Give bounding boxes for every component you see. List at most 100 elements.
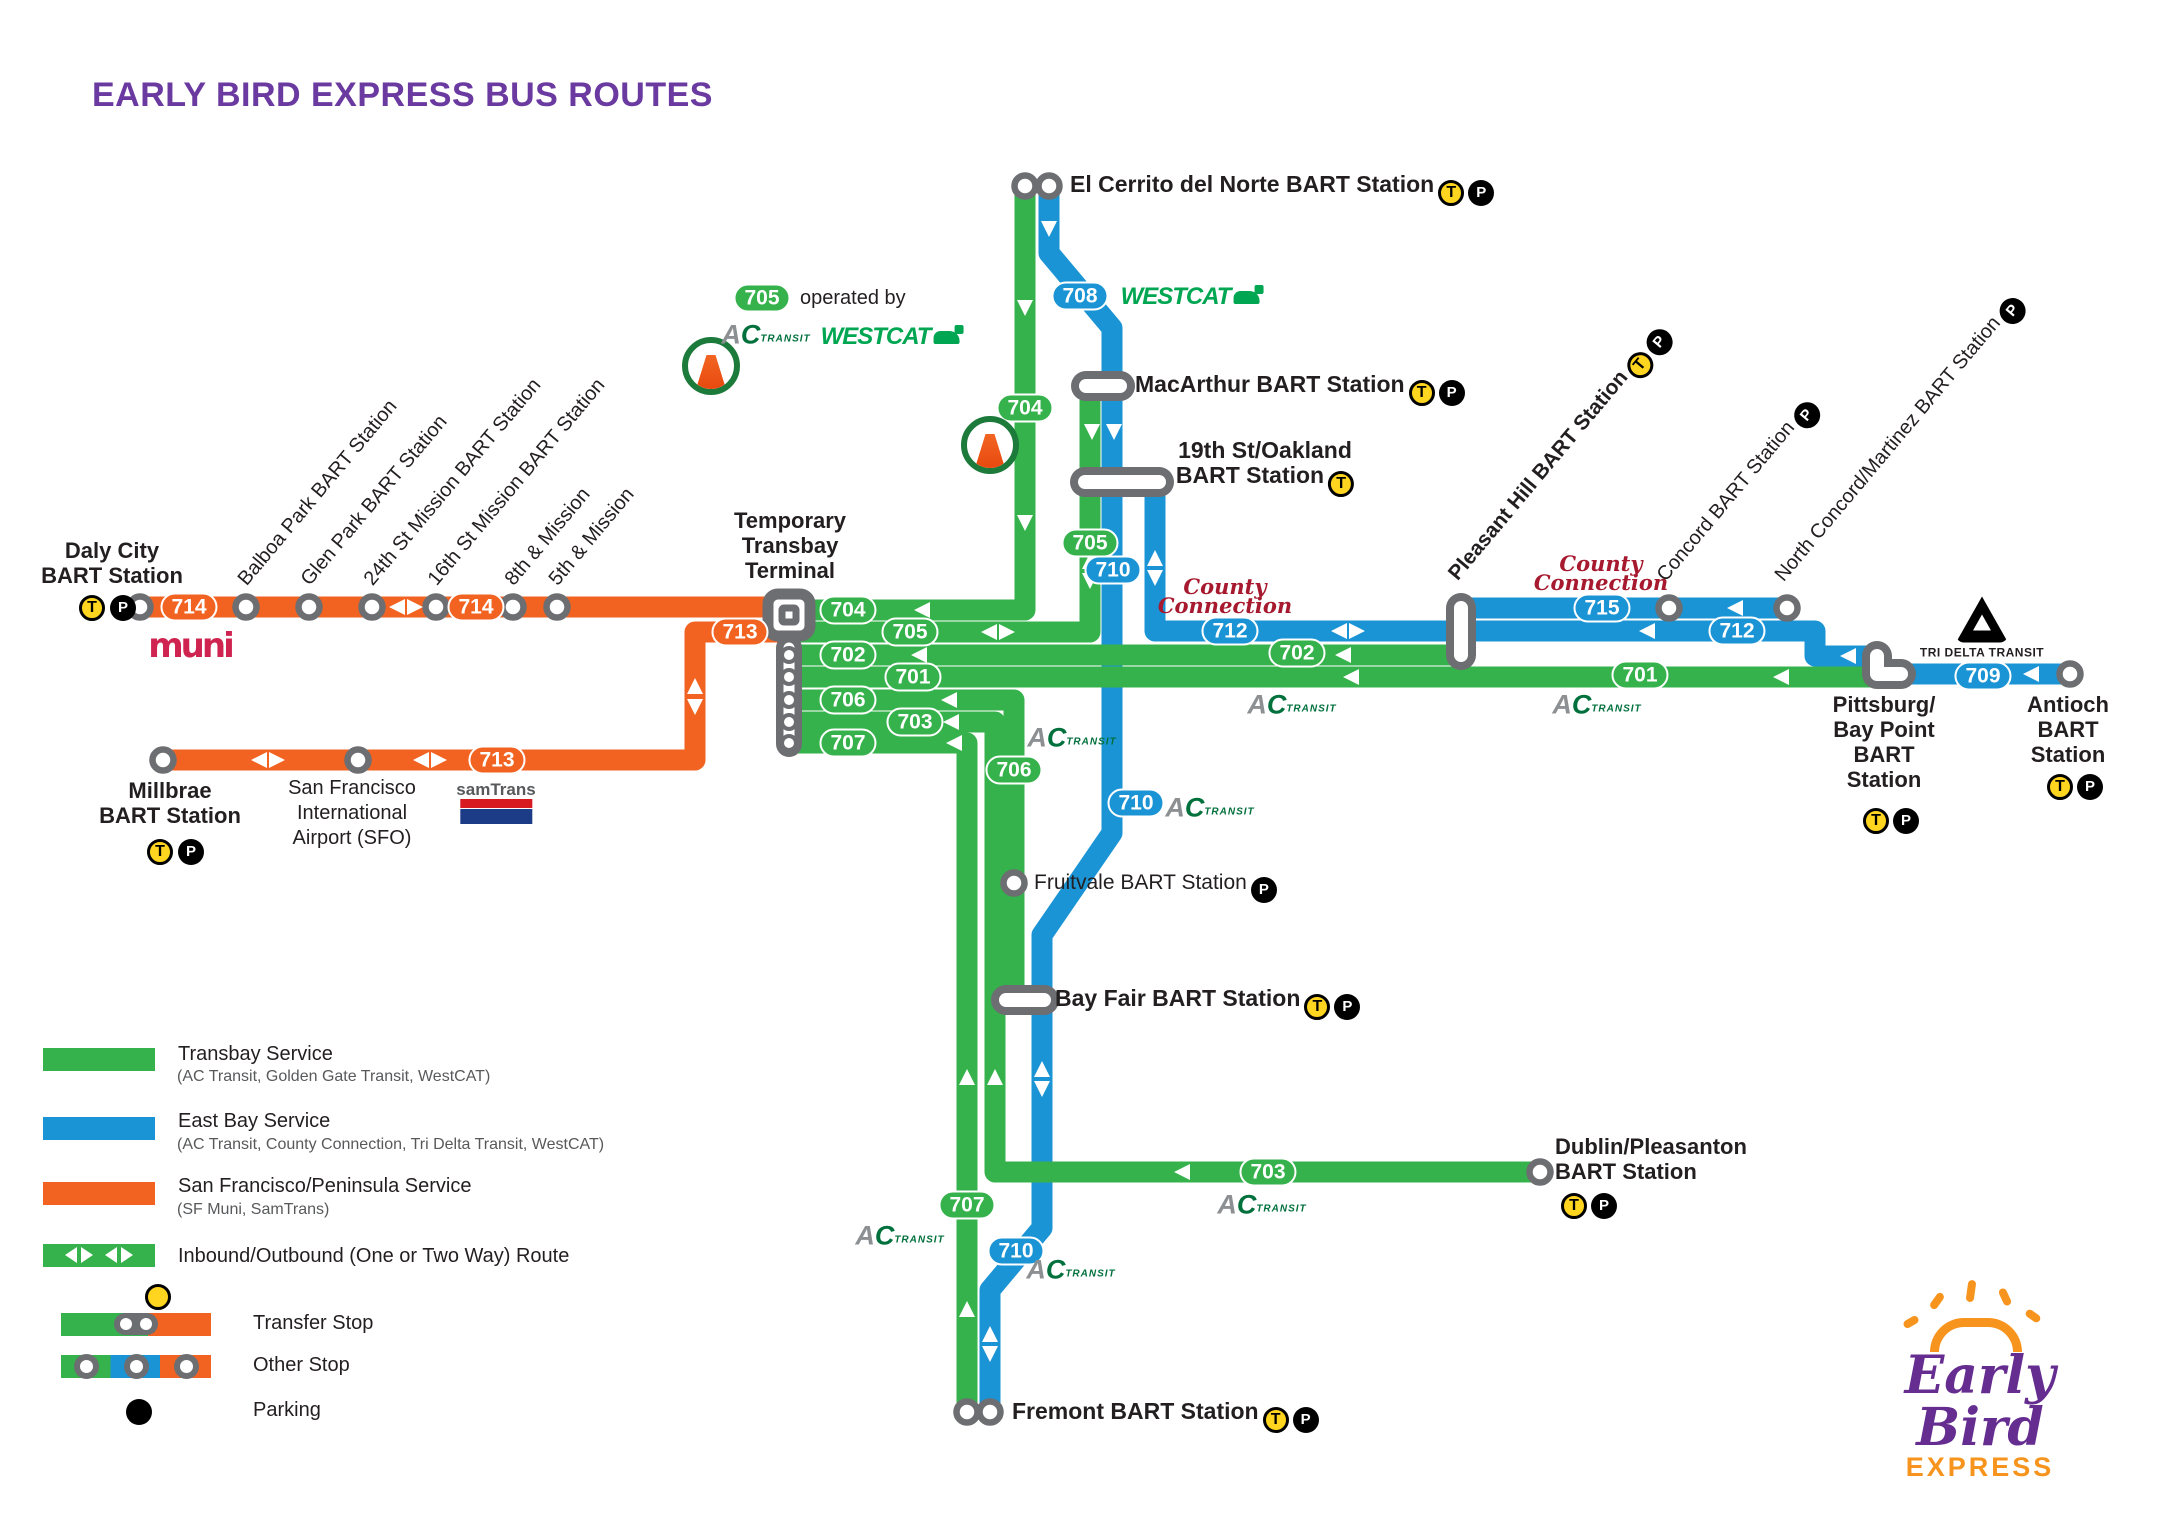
direction-arrow-l — [1174, 1164, 1190, 1180]
route-badge-707: 707 — [938, 1190, 996, 1220]
direction-arrow-l — [981, 624, 997, 640]
logo-ac: ACTRANSIT — [855, 1220, 945, 1251]
legend-sf-peninsula-swatch — [43, 1182, 155, 1205]
direction-arrow-d — [1147, 570, 1163, 586]
logo-westcat: WESTCAT — [1121, 283, 1264, 311]
direction-arrow-d — [982, 1346, 998, 1362]
logo-ac: ACTRANSIT — [721, 319, 811, 350]
golden-gate-bridge-icon — [682, 337, 740, 395]
stop — [1655, 594, 1683, 622]
direction-arrow-r — [407, 599, 423, 615]
route-badge-703: 703 — [1239, 1157, 1297, 1187]
route-badge-714: 714 — [160, 592, 218, 622]
transfer-T-icon: T — [1304, 993, 1331, 1020]
parking-icon: P — [1591, 1192, 1617, 1219]
parking-icon: P — [1334, 993, 1361, 1020]
route-badge-710: 710 — [1084, 555, 1142, 585]
legend-inbound-outbound-label: Inbound/Outbound (One or Two Way) Route — [178, 1245, 570, 1267]
direction-arrow-l — [1773, 669, 1789, 685]
direction-arrow-l — [941, 692, 957, 708]
stop — [780, 646, 798, 664]
legend-transbay-label: Transbay Service — [178, 1043, 333, 1065]
stop — [358, 593, 386, 621]
parking-icon: P — [1438, 379, 1465, 406]
route-badge-702: 702 — [1268, 638, 1326, 668]
route-badge-705: 705 — [881, 617, 939, 647]
route-badge-707: 707 — [819, 728, 877, 758]
transfer-stop-icon — [114, 1313, 158, 1335]
route-badge-706: 706 — [985, 755, 1043, 785]
direction-arrow-l — [914, 602, 930, 618]
arrow-right-icon — [81, 1247, 93, 1263]
parking-icon: P — [1893, 807, 1919, 834]
legend-other-stop-label: Other Stop — [253, 1354, 350, 1376]
direction-arrow-d — [1041, 221, 1057, 237]
direction-arrow-u — [959, 1301, 975, 1317]
legend-eastbay-label: East Bay Service — [178, 1110, 331, 1132]
logo-ac: ACTRANSIT — [1026, 1254, 1116, 1285]
early-bird-express-logo: Early Bird EXPRESS — [1855, 1279, 2105, 1481]
transbay-terminal-box — [778, 604, 800, 626]
direction-arrow-l — [1335, 647, 1351, 663]
direction-arrow-u — [687, 678, 703, 694]
route-badge-713: 713 — [468, 745, 526, 775]
arrow-right-icon — [121, 1247, 133, 1263]
route-badge-701: 701 — [1611, 660, 1669, 690]
stop — [232, 593, 260, 621]
route-badge-704: 704 — [819, 595, 877, 625]
route-badge-712: 712 — [1708, 616, 1766, 646]
direction-arrow-d — [1017, 300, 1033, 316]
arrow-left-icon — [105, 1247, 117, 1263]
tri-delta-triangle-icon — [1955, 596, 2008, 643]
direction-arrow-u — [959, 1069, 975, 1085]
legend-sf-peninsula-sub: (SF Muni, SamTrans) — [177, 1201, 330, 1218]
stop — [1011, 172, 1039, 200]
route-badge-702: 702 — [819, 640, 877, 670]
stop — [2056, 660, 2084, 688]
other-stop-icon — [74, 1354, 99, 1379]
stop — [1000, 869, 1028, 897]
direction-arrow-l — [1727, 600, 1743, 616]
direction-arrow-u — [987, 1069, 1003, 1085]
direction-arrow-l — [943, 714, 959, 730]
stop — [953, 1398, 981, 1426]
transfer-T-icon: T — [1328, 470, 1355, 497]
direction-arrow-l — [1331, 623, 1347, 639]
direction-arrow-r — [431, 752, 447, 768]
legend-parking-label: Parking — [253, 1399, 321, 1421]
legend-eastbay-sub: (AC Transit, County Connection, Tri Delt… — [177, 1136, 605, 1153]
route-badge-710: 710 — [987, 1236, 1045, 1266]
stop — [1773, 594, 1801, 622]
pittsburg-transfer-inner — [1870, 649, 1908, 681]
route-badge-714: 714 — [447, 592, 505, 622]
direction-arrow-u — [982, 1326, 998, 1342]
route-badge-705: 705 — [733, 283, 791, 313]
parking-icon: P — [1292, 1406, 1319, 1433]
route-badge-704: 704 — [996, 393, 1054, 423]
cat-icon — [933, 325, 964, 344]
transfer-T-icon: T — [2047, 774, 2073, 800]
logo-ac: ACTRANSIT — [1247, 689, 1337, 720]
stop — [295, 593, 323, 621]
direction-arrow-r — [999, 624, 1015, 640]
direction-arrow-d — [1084, 424, 1100, 440]
direction-arrow-l — [251, 752, 267, 768]
route-badge-709: 709 — [1954, 661, 2012, 691]
direction-arrow-d — [1106, 424, 1122, 440]
transfer-T-icon — [145, 1284, 171, 1310]
other-stop-icon — [174, 1354, 199, 1379]
direction-arrow-l — [389, 599, 405, 615]
direction-arrow-l — [1639, 623, 1655, 639]
direction-arrow-r — [1349, 623, 1365, 639]
golden-gate-bridge-icon — [961, 416, 1019, 474]
legend-transbay-swatch — [43, 1048, 155, 1071]
logo-ac: ACTRANSIT — [1165, 792, 1255, 823]
logo-muni: muni — [148, 626, 234, 666]
route-707 — [789, 732, 978, 1410]
